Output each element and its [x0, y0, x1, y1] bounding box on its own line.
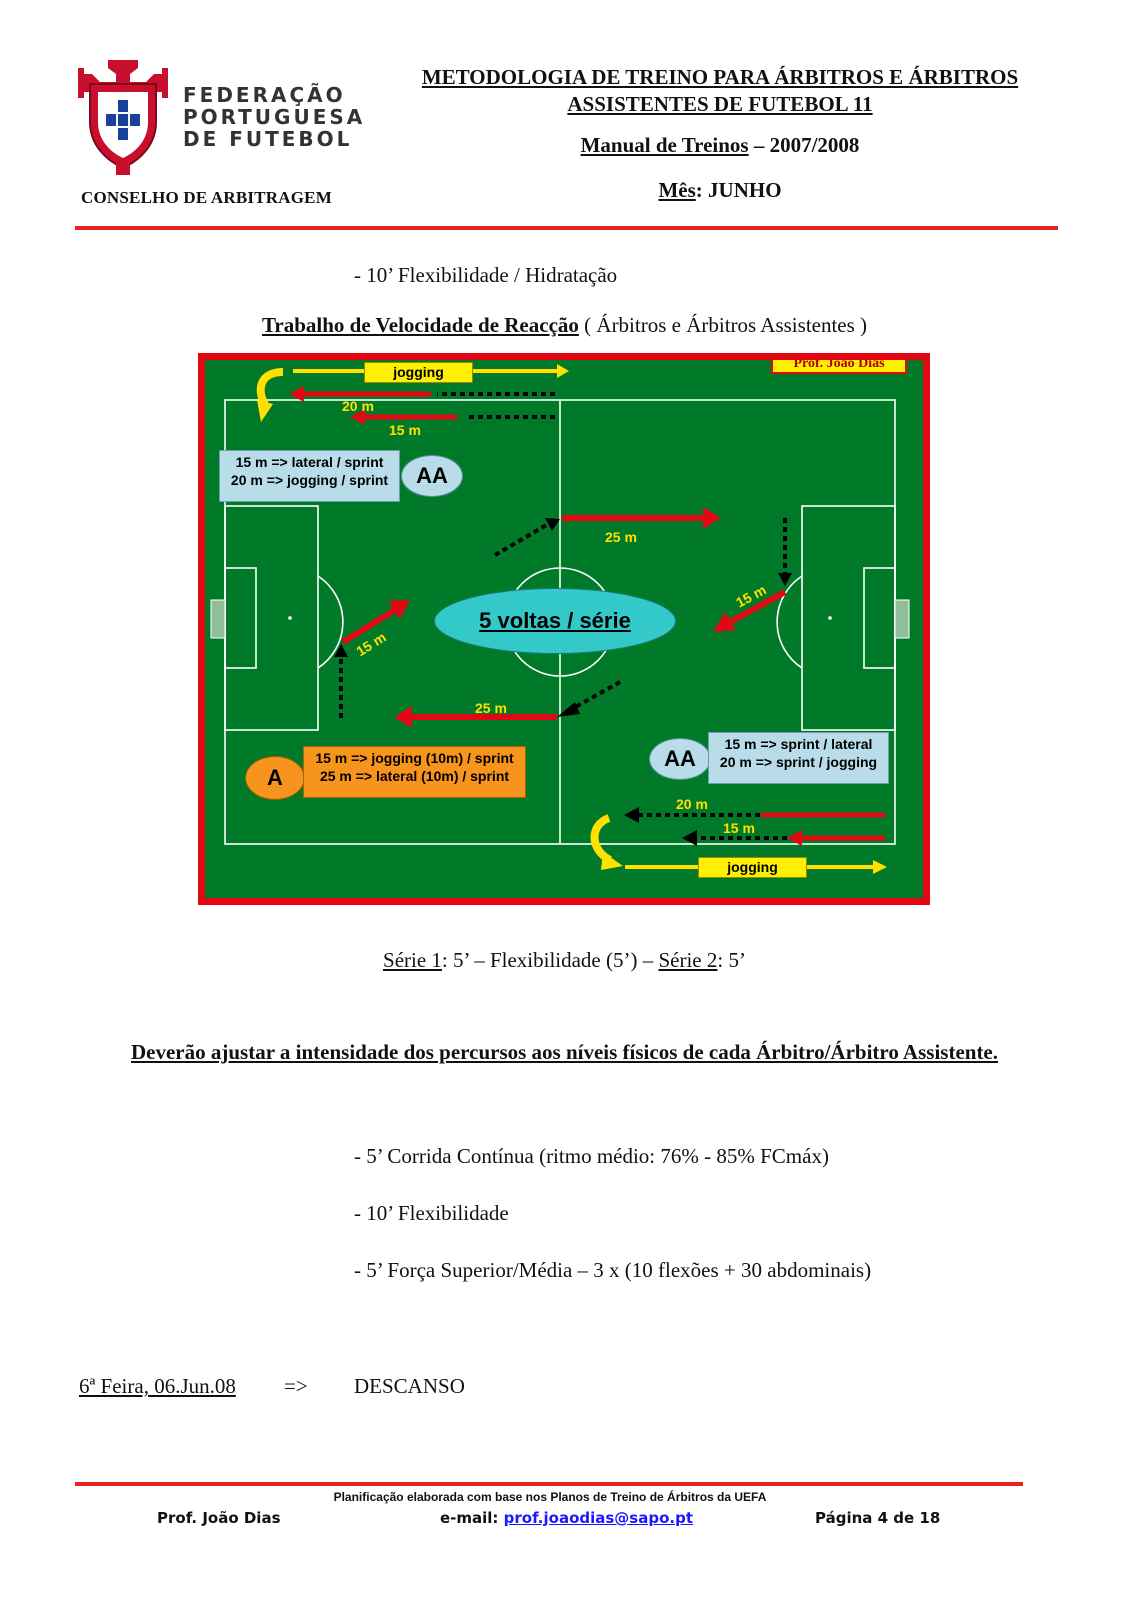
- series-1-rest: : 5’ – Flexibilidade (5’) –: [441, 948, 659, 972]
- series-2-label: Série 2: [658, 948, 718, 972]
- field-drawing: [210, 364, 910, 874]
- schedule-activity: DESCANSO: [354, 1374, 465, 1398]
- federation-name: FEDERAÇÃO PORTUGUESA DE FUTEBOL: [183, 84, 363, 150]
- distance-label-25m-bottom: 25 m: [475, 700, 507, 716]
- document-title: METODOLOGIA DE TREINO PARA ÁRBITROS E ÁR…: [390, 64, 1050, 118]
- series-2-rest: : 5’: [717, 948, 746, 972]
- schedule-arrow: =>: [284, 1374, 308, 1398]
- item-flexibility: - 10’ Flexibilidade: [354, 1201, 509, 1225]
- footer-divider: [75, 1482, 1023, 1486]
- jogging-label-top: jogging: [364, 362, 473, 383]
- field-diagram: Prof. João Dias jogging 20 m 15 m 15 m =…: [205, 360, 923, 898]
- jogging-label-bottom: jogging: [698, 857, 807, 878]
- distance-label-15m-top: 15 m: [389, 422, 421, 438]
- aa-top-badge: AA: [401, 455, 463, 497]
- aa-bottom-line-2: 20 m => sprint / jogging: [719, 754, 878, 770]
- footer-email-link[interactable]: prof.joaodias@sapo.pt: [503, 1509, 694, 1527]
- intensity-warning: Deverão ajustar a intensidade dos percur…: [130, 1040, 999, 1064]
- footer-note: Planificação elaborada com base nos Plan…: [333, 1490, 767, 1504]
- series-1-label: Série 1: [383, 948, 442, 972]
- a-line-1: 15 m => jogging (10m) / sprint: [315, 750, 514, 766]
- goal-left: [210, 599, 226, 639]
- footer-page-number: Página 4 de 18: [815, 1509, 941, 1527]
- aa-bottom-badge: AA: [649, 738, 711, 780]
- penalty-spot-right: [828, 616, 832, 620]
- goal-right: [894, 599, 910, 639]
- document-title-line-1: METODOLOGIA DE TREINO PARA ÁRBITROS E ÁR…: [421, 65, 1019, 89]
- manual-label: Manual de Treinos: [580, 133, 749, 157]
- month-line: Mês: JUNHO: [390, 178, 1050, 203]
- schedule-day: 6ª Feira, 06.Jun.08: [79, 1374, 236, 1398]
- distance-label-15m-bottom: 15 m: [723, 820, 755, 836]
- intro-item: - 10’ Flexibilidade / Hidratação: [354, 263, 618, 287]
- month-value: : JUNHO: [695, 178, 782, 202]
- distance-label-20m-top: 20 m: [342, 398, 374, 414]
- item-strength: - 5’ Força Superior/Média – 3 x (10 flex…: [354, 1258, 872, 1282]
- manual-year: – 2007/2008: [748, 133, 860, 157]
- author-tag: Prof. João Dias: [771, 360, 907, 374]
- aa-top-line-2: 20 m => jogging / sprint: [230, 472, 389, 488]
- document-title-line-2: ASSISTENTES DE FUTEBOL 11: [567, 92, 873, 116]
- aa-bottom-instructions: 15 m => sprint / lateral 20 m => sprint …: [708, 732, 889, 784]
- aa-top-line-1: 15 m => lateral / sprint: [235, 454, 384, 470]
- footer-author: Prof. João Dias: [157, 1509, 281, 1527]
- item-continuous-run: - 5’ Corrida Contínua (ritmo médio: 76% …: [354, 1144, 829, 1168]
- aa-top-instructions: 15 m => lateral / sprint 20 m => jogging…: [219, 450, 400, 502]
- federation-logo: [78, 60, 168, 175]
- series-line: Série 1: 5’ – Flexibilidade (5’) – Série…: [0, 948, 1129, 973]
- turn-arrow-bottom: [590, 814, 613, 864]
- month-label: Mês: [658, 178, 696, 202]
- manual-line: Manual de Treinos – 2007/2008: [390, 133, 1050, 158]
- footer-email: e-mail: prof.joaodias@sapo.pt: [440, 1509, 693, 1527]
- drill-title-main: Trabalho de Velocidade de Reacção: [261, 313, 579, 337]
- federation-name-line-2: PORTUGUESA: [183, 105, 366, 129]
- run-arrow-15m-left: [341, 607, 397, 645]
- federation-name-line-1: FEDERAÇÃO: [183, 83, 346, 107]
- header-divider: [75, 226, 1058, 230]
- council-name: CONSELHO DE ARBITRAGEM: [81, 188, 332, 207]
- aa-bottom-line-1: 15 m => sprint / lateral: [724, 736, 873, 752]
- penalty-spot-left: [288, 616, 292, 620]
- a-instructions: 15 m => jogging (10m) / sprint 25 m => l…: [303, 746, 526, 798]
- footer-email-label: e-mail:: [440, 1509, 504, 1527]
- drill-title: Trabalho de Velocidade de Reacção ( Árbi…: [0, 313, 1129, 338]
- distance-label-20m-bottom: 20 m: [676, 796, 708, 812]
- a-line-2: 25 m => lateral (10m) / sprint: [319, 768, 510, 784]
- drill-title-rest: ( Árbitros e Árbitros Assistentes ): [578, 313, 868, 337]
- distance-label-25m-top: 25 m: [605, 529, 637, 545]
- laps-per-series-label: 5 voltas / série: [434, 588, 676, 654]
- federation-name-line-3: DE FUTEBOL: [183, 127, 353, 151]
- run-arrow-15m-right: [728, 589, 787, 625]
- a-badge: A: [245, 756, 305, 800]
